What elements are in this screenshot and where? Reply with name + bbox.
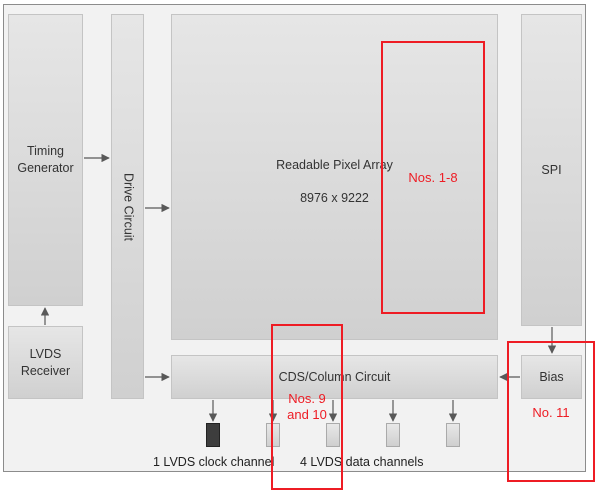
bias-label: Bias xyxy=(539,369,564,384)
cds-column-circuit-label: CDS/Column Circuit xyxy=(278,369,391,384)
timing-generator-block: Timing Generator xyxy=(8,14,83,306)
timing-generator-label: Timing Generator xyxy=(17,144,74,175)
drive-circuit-block: Drive Circuit xyxy=(111,14,144,399)
lvds-data-channel-2 xyxy=(326,423,340,447)
lvds-receiver-label: LVDS Receiver xyxy=(20,346,71,378)
highlight-label-nos-1-8: Nos. 1-8 xyxy=(408,170,458,185)
lvds-data-channel-3 xyxy=(386,423,400,447)
clock-channel-caption: 1 LVDS clock channel xyxy=(153,455,275,469)
highlight-box-no-11 xyxy=(507,341,595,482)
spi-label: SPI xyxy=(541,162,562,177)
pixel-array-size: 8976 x 9222 xyxy=(300,191,369,206)
highlight-label-nos-9-10: Nos. 9 and 10 xyxy=(287,391,327,422)
spi-block: SPI xyxy=(521,14,582,326)
lvds-receiver-block: LVDS Receiver xyxy=(8,326,83,399)
lvds-data-channel-4 xyxy=(446,423,460,447)
bias-block: Bias xyxy=(521,355,582,399)
pixel-array-block: Readable Pixel Array 8976 x 9222 xyxy=(171,14,498,340)
highlight-box-nos-1-8 xyxy=(381,41,485,314)
data-channels-caption: 4 LVDS data channels xyxy=(300,455,424,469)
cds-column-circuit-block: CDS/Column Circuit xyxy=(171,355,498,399)
lvds-data-channel-1 xyxy=(266,423,280,447)
highlight-label-no-11: No. 11 xyxy=(532,405,570,420)
highlight-box-nos-9-10 xyxy=(271,324,343,490)
pixel-array-title: Readable Pixel Array xyxy=(276,157,393,172)
lvds-clock-channel xyxy=(206,423,220,447)
